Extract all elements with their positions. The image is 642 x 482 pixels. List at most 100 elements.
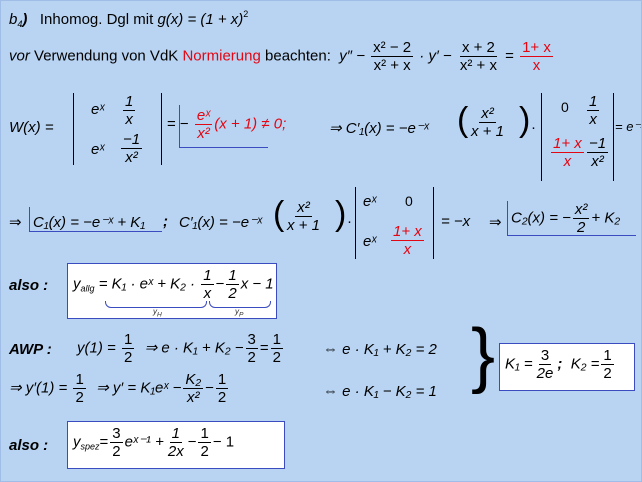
awp-l2d: ⇔ e · K₁ − K₂ = 1 [323,383,437,400]
also2-label: also : [9,437,49,454]
y-spez-f1-num: 3 [110,425,123,443]
ode-frac1-den: x² + x [373,57,411,74]
det2-11: 0 [561,99,569,115]
c1-dot: · [531,119,536,136]
yp-sub: P [239,311,244,319]
c1-frac-num: x² [479,105,496,123]
line-normierung: vor Verwendung von VdK Normierung beacht… [9,39,555,74]
l3-paren-open: ( [273,195,285,233]
y-allg-minus: − [215,275,225,293]
vor-word: vor [9,47,30,65]
y-allg-sub: allg [80,283,95,294]
wronski-underline [179,105,268,148]
det3-left-bar [355,187,356,259]
k-result-box [499,343,635,391]
awp-l1d: ⇔ e · K₁ + K₂ = 2 [323,341,437,358]
line1-text2: beachten: [265,47,331,65]
k1-lhs: K₁ = [505,355,533,373]
det1-m22-num: −1 [121,131,143,149]
awp-l2b-num: K₂ [183,371,204,389]
awp-l1b: ⇒ e · K₁ + K₂ − [144,339,244,357]
k-sep: ; [557,355,563,373]
y-allg-lhs: y [73,275,81,293]
det1-m11: eˣ [91,101,105,118]
wronski-res-suffix: (x + 1) ≠ 0; [214,115,287,133]
c1-paren-close: ) [519,101,531,139]
y-allg-tail: x − 1 [240,275,274,293]
awp-l1c-den: 2 [272,349,281,366]
also1-label: also : [9,277,49,294]
c2-boxed-rhs: + K₂ [591,209,621,227]
g-expression: g(x) = (1 + x) [157,11,244,28]
y-allg-f2-num: 1 [226,267,239,285]
awp-l2b: ⇒ y′ = K₁eˣ − [96,379,182,397]
part-paren: ) [22,11,28,28]
y-spez-box [67,421,285,469]
c2-num: x² [572,201,590,219]
l3-frac-num: x² [295,199,312,217]
awp-l2a: ⇒ y′(1) = [9,379,68,397]
y-spez-f3-num: 1 [198,425,211,443]
det1-left-bar [73,93,74,165]
c1-result: = e⁻ˣ [615,119,642,135]
l3-paren-close: ) [335,195,347,233]
wronski-res-prefix: = − [167,115,189,133]
det2-21-den: x [563,153,572,170]
det1-m12-den: x [125,111,133,128]
awp-brace: } [471,315,496,395]
det3-11: eˣ [363,193,377,210]
yp-text: y [235,307,239,316]
normierung-word: Normierung [182,47,261,65]
header: b4) Inhomog. Dgl mit g(x) = (1 + x)2 [9,9,248,29]
k1-den: 2e [536,365,554,382]
l3-arrow2: ⇒ [489,214,502,231]
awp-l1a-num: 1 [121,331,135,349]
c1-boxed-text: C₁(x) = −e⁻ˣ + K₁ [33,214,146,231]
awp-l2b-minus: − [205,379,214,397]
ode-frac3-den: x [532,57,541,74]
det3-right-bar [433,187,434,259]
c2-boxed-line [507,201,636,236]
y-spez-lhs: y [73,433,81,451]
line1-text1: Verwendung von VdK [34,47,179,65]
det1-right-bar [161,93,162,165]
y-allg-box [67,263,277,319]
det1-m21: eˣ [91,141,105,158]
g-exponent: 2 [243,9,249,19]
ode-frac2-num: x + 2 [459,39,497,57]
y-allg-f1-num: 1 [201,267,214,285]
awp-l1a: y(1) = [77,339,116,357]
y-spez-f2-num: 1 [169,425,182,443]
ode-y2: y″ − [339,47,365,65]
awp-l2a-den: 2 [75,389,84,406]
c2-boxed-lhs: C₂(x) = − [511,209,571,227]
y-spez-eq: = [99,433,109,451]
y-spez-f2-den: 2x [167,443,184,460]
wronski-res-num: eˣ [194,107,213,125]
det2-21-num: 1+ x [551,135,584,153]
c1-result-text: = e⁻ˣ [615,119,642,134]
det2-left-bar [541,93,542,181]
yh-label: yH [153,307,162,319]
y-spez-minus: − [187,433,197,451]
y-spez-f1-den: 2 [112,443,121,460]
y-allg-f2-den: 2 [228,285,237,302]
det3-12: 0 [405,193,413,209]
yp-label: yP [235,307,243,319]
k2-num: 1 [601,347,614,365]
